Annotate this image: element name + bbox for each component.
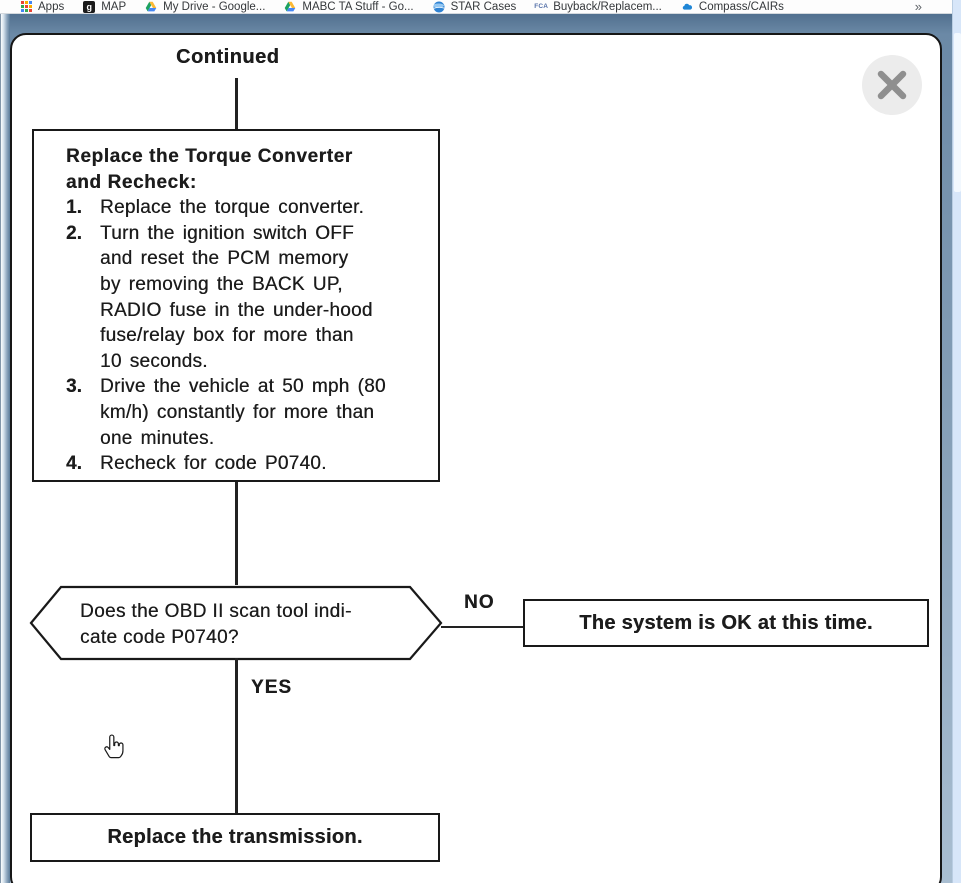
close-icon (877, 70, 907, 100)
flowchart-process-box: Replace the Torque Converter and Recheck… (32, 129, 440, 482)
step-number: 3. (66, 376, 82, 398)
bookmark-map[interactable]: g MAP (83, 0, 127, 13)
bookmark-label: MABC TA Stuff - Go... (302, 0, 414, 13)
connector-line (235, 78, 238, 129)
document-viewer-panel: Continued Replace the Torque Converter a… (10, 33, 942, 883)
bookmark-star-cases[interactable]: STAR Cases (433, 0, 517, 13)
bookmark-my-drive[interactable]: My Drive - Google... (145, 1, 265, 13)
map-favicon: g (83, 0, 96, 13)
step-number: 1. (66, 197, 82, 219)
bookmark-buyback-replacement[interactable]: FCA Buyback/Replacem... (534, 0, 662, 13)
process-step: 1. Replace the torque converter. (66, 195, 432, 221)
process-step: 2. Turn the ignition switch OFF and rese… (66, 221, 432, 375)
decision-question-text: Does the OBD II scan tool indi- cate cod… (80, 601, 352, 648)
process-box-title: Replace the Torque Converter and Recheck… (66, 146, 353, 193)
bookmark-label: Buyback/Replacem... (553, 0, 662, 13)
globe-favicon (433, 0, 445, 13)
apps-grid-icon (21, 1, 32, 12)
window-left-edge (0, 14, 10, 883)
google-drive-icon (284, 1, 296, 13)
step-number: 2. (66, 222, 82, 244)
process-step: 4. Recheck for code P0740. (66, 451, 432, 477)
bookmark-label: MAP (101, 0, 127, 13)
page-scrollbar[interactable] (952, 0, 961, 883)
bookmarks-bar: Apps g MAP My Drive - Google... MABC TA … (0, 0, 952, 14)
step-text: Drive the vehicle at 50 mph (80 km/h) co… (100, 376, 386, 449)
scrollbar-thumb[interactable] (954, 33, 961, 192)
no-branch-label: NO (464, 592, 495, 613)
cloud-favicon (681, 1, 693, 13)
bookmark-label: My Drive - Google... (163, 0, 266, 13)
bookmark-compass-cairs[interactable]: Compass/CAIRs (681, 1, 784, 13)
step-text: Recheck for code P0740. (100, 453, 327, 475)
flowchart-continued-label: Continued (176, 46, 280, 68)
bookmark-apps[interactable]: Apps (21, 1, 64, 13)
bookmark-label: STAR Cases (450, 0, 517, 13)
process-step: 3. Drive the vehicle at 50 mph (80 km/h)… (66, 374, 432, 451)
flowchart-end-box: Replace the transmission. (30, 813, 440, 862)
flowchart-decision-shape (28, 584, 444, 662)
step-text: Replace the torque converter. (100, 197, 365, 219)
step-text: Turn the ignition switch OFF and reset t… (100, 222, 373, 372)
bookmarks-overflow-chevron-icon[interactable]: » (914, 0, 922, 14)
flowchart-ok-box: The system is OK at this time. (523, 599, 929, 647)
connector-line (235, 658, 238, 813)
step-number: 4. (66, 453, 82, 475)
bookmark-label: Compass/CAIRs (698, 0, 784, 13)
bookmark-mabc-ta-stuff[interactable]: MABC TA Stuff - Go... (284, 0, 414, 13)
google-drive-icon (145, 1, 157, 13)
connector-line (235, 482, 238, 585)
close-button[interactable] (862, 55, 922, 115)
connector-line (441, 626, 523, 629)
hand-cursor-icon (100, 734, 126, 764)
bookmark-label: Apps (38, 0, 65, 13)
fca-favicon: FCA (534, 3, 549, 10)
yes-branch-label: YES (251, 677, 293, 698)
